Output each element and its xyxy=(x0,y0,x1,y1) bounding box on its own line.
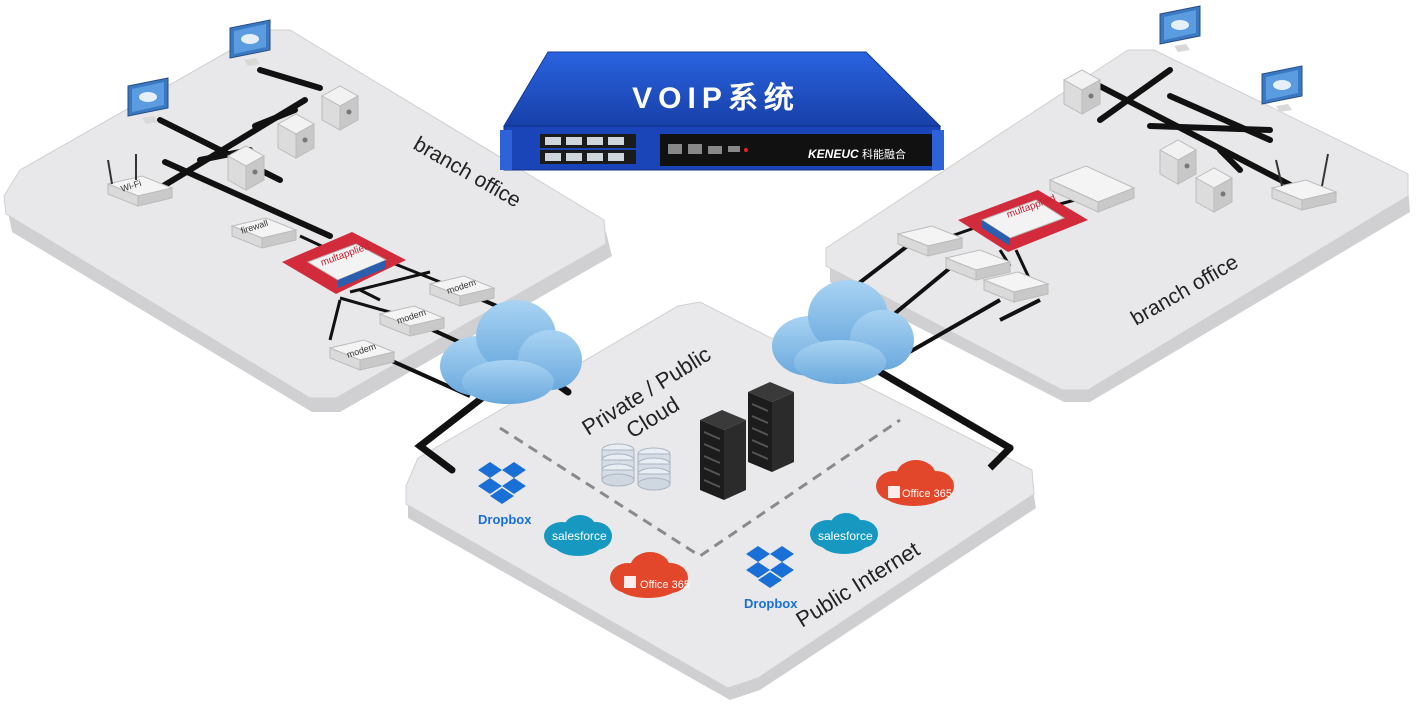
salesforce-label-right: salesforce xyxy=(818,529,873,543)
left-server-2 xyxy=(277,113,315,159)
left-modem-2: modem xyxy=(379,305,445,337)
server-rack-icon-2 xyxy=(747,381,795,473)
office365-label-right: Office 365 xyxy=(902,488,952,500)
server-rack-icon-1 xyxy=(699,409,747,501)
database-icon-1 xyxy=(601,443,635,487)
right-multapplied-router: multapplied xyxy=(958,190,1088,252)
device-brand: KENEUC xyxy=(808,147,859,161)
private-public-divider xyxy=(499,418,901,558)
salesforce-label-left: salesforce xyxy=(552,529,607,543)
right-monitor-top xyxy=(1159,5,1201,53)
right-server-1 xyxy=(1063,69,1101,115)
device-title: VOIP系统 xyxy=(632,81,800,115)
right-server-3 xyxy=(1195,167,1233,213)
left-modem-1: modem xyxy=(429,275,495,307)
office365-label-left: Office 365 xyxy=(640,579,690,591)
left-firewall: firewall xyxy=(231,217,297,249)
left-server-1 xyxy=(321,85,359,131)
right-server-2 xyxy=(1159,139,1197,185)
database-icon-2 xyxy=(637,447,671,491)
device-brand-cn: 科能融合 xyxy=(862,147,906,161)
dropbox-label-right: Dropbox xyxy=(744,596,798,611)
saas-left-zone: Dropbox salesforce Office 365 xyxy=(478,462,690,598)
left-modem-3: modem xyxy=(329,339,395,371)
right-switch xyxy=(1048,165,1136,213)
right-wifi-router xyxy=(1271,153,1337,211)
dropbox-label-left: Dropbox xyxy=(478,512,532,527)
voip-appliance: VOIP系统 KENEUC 科能融合 xyxy=(500,51,944,171)
left-server-3 xyxy=(227,145,265,191)
left-wifi-router: Wi-Fi xyxy=(107,154,173,207)
left-multapplied-router: multapplied xyxy=(282,232,406,294)
